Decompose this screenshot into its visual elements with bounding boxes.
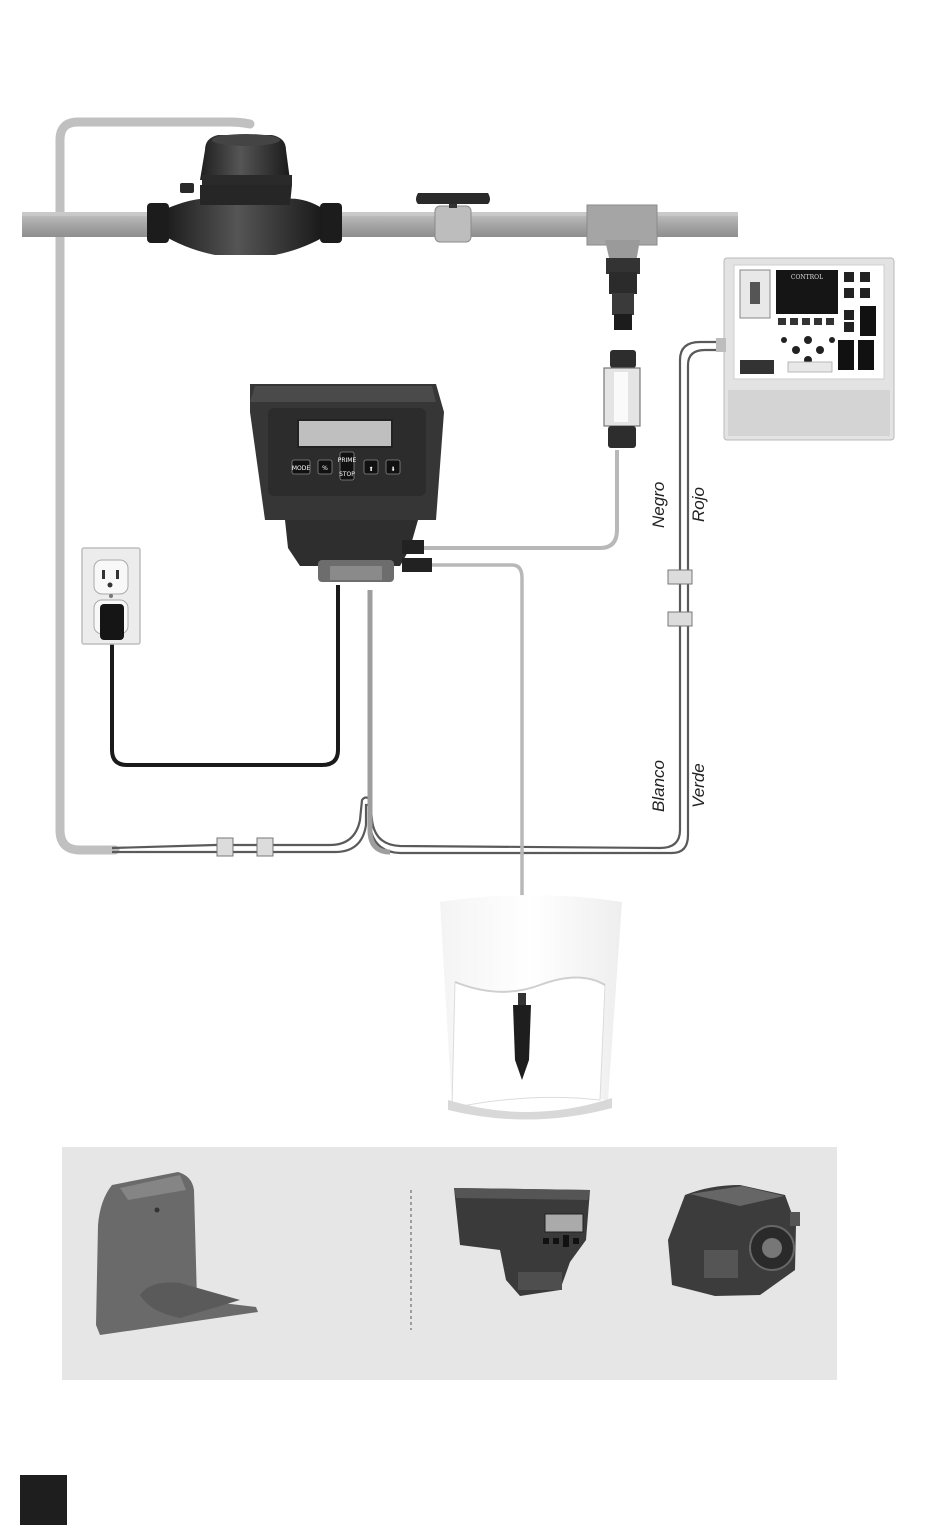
wire-label-red: Rojo: [689, 487, 708, 522]
controller-panel-icon: CONTROL: [716, 258, 894, 440]
percent-key-label: %: [322, 465, 328, 472]
discharge-tubing: [420, 450, 617, 548]
up-key-label: ⬆: [368, 466, 373, 473]
chemical-tank: [440, 895, 622, 1120]
page-marker: [20, 1475, 67, 1525]
water-meter-icon: [147, 134, 342, 255]
metering-pump-icon: MODE % PRIME STOP ⬆ ⬇: [250, 384, 444, 582]
controller-title: CONTROL: [791, 274, 823, 281]
stop-key-label: STOP: [339, 471, 355, 478]
mode-key-label: MODE: [292, 465, 311, 472]
power-outlet-icon: [82, 548, 140, 644]
cable-splice-connectors: [217, 570, 692, 856]
wire-label-white: Blanco: [649, 760, 668, 812]
pump-head-icon: [668, 1185, 800, 1296]
wire-label-green: Verde: [689, 763, 708, 808]
power-cord: [112, 585, 338, 765]
prime-key-label: PRIME: [338, 457, 357, 464]
wire-label-black: Negro: [649, 482, 668, 528]
down-key-label: ⬇: [390, 466, 395, 473]
injection-check-valve-icon: [587, 205, 657, 448]
